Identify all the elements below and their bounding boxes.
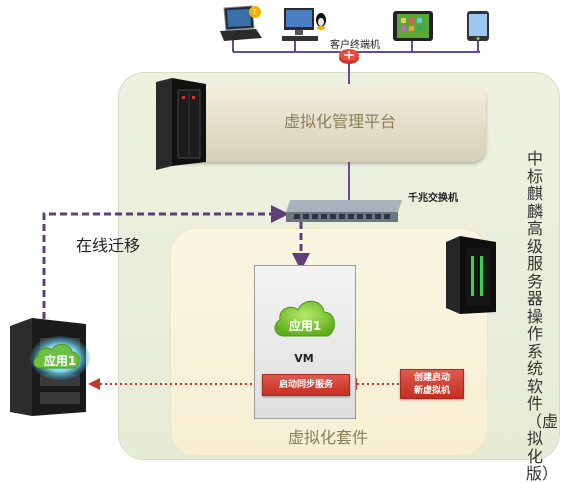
online-migration-label: 在线迁移: [76, 236, 141, 255]
router-icon: [339, 49, 359, 64]
gigabit-switch-label: 千兆交换机: [408, 193, 458, 204]
virtualization-suite-label: 虚拟化套件: [287, 428, 368, 447]
cloud-app-label: 应用1: [288, 319, 322, 333]
create-vm-button-line2: 新虚拟机: [413, 386, 450, 396]
desktop-pc-icon: [282, 8, 326, 41]
network-switch-icon: [286, 200, 402, 222]
tower-server-icon: [446, 236, 496, 314]
cloud-icon: [274, 300, 335, 337]
storage-server-icon: [10, 318, 90, 416]
server-app-label: 应用1: [43, 354, 77, 368]
client-terminal-label: 客户终端机: [330, 40, 380, 51]
create-new-vm-button[interactable]: 创建启动 新虚拟机: [400, 369, 464, 399]
start-sync-service-button[interactable]: 启动同步服务: [262, 374, 350, 396]
create-vm-button-line1: 创建启动: [413, 373, 450, 383]
vm-label: VM: [294, 352, 314, 365]
management-platform-bar: [170, 84, 486, 162]
online-migration-arrow: [42, 205, 289, 330]
svg-text:7: 7: [252, 8, 257, 17]
kylin-os-vertical-label: 中标麒麟高级服务器操作系统软件（虚拟化版）: [526, 149, 559, 483]
smartphone-icon: [467, 11, 489, 41]
laptop-icon: 7: [220, 5, 262, 41]
tablet-icon: [393, 11, 433, 41]
management-platform-label: 虚拟化管理平台: [283, 112, 396, 131]
rack-server-icon: [156, 78, 206, 170]
